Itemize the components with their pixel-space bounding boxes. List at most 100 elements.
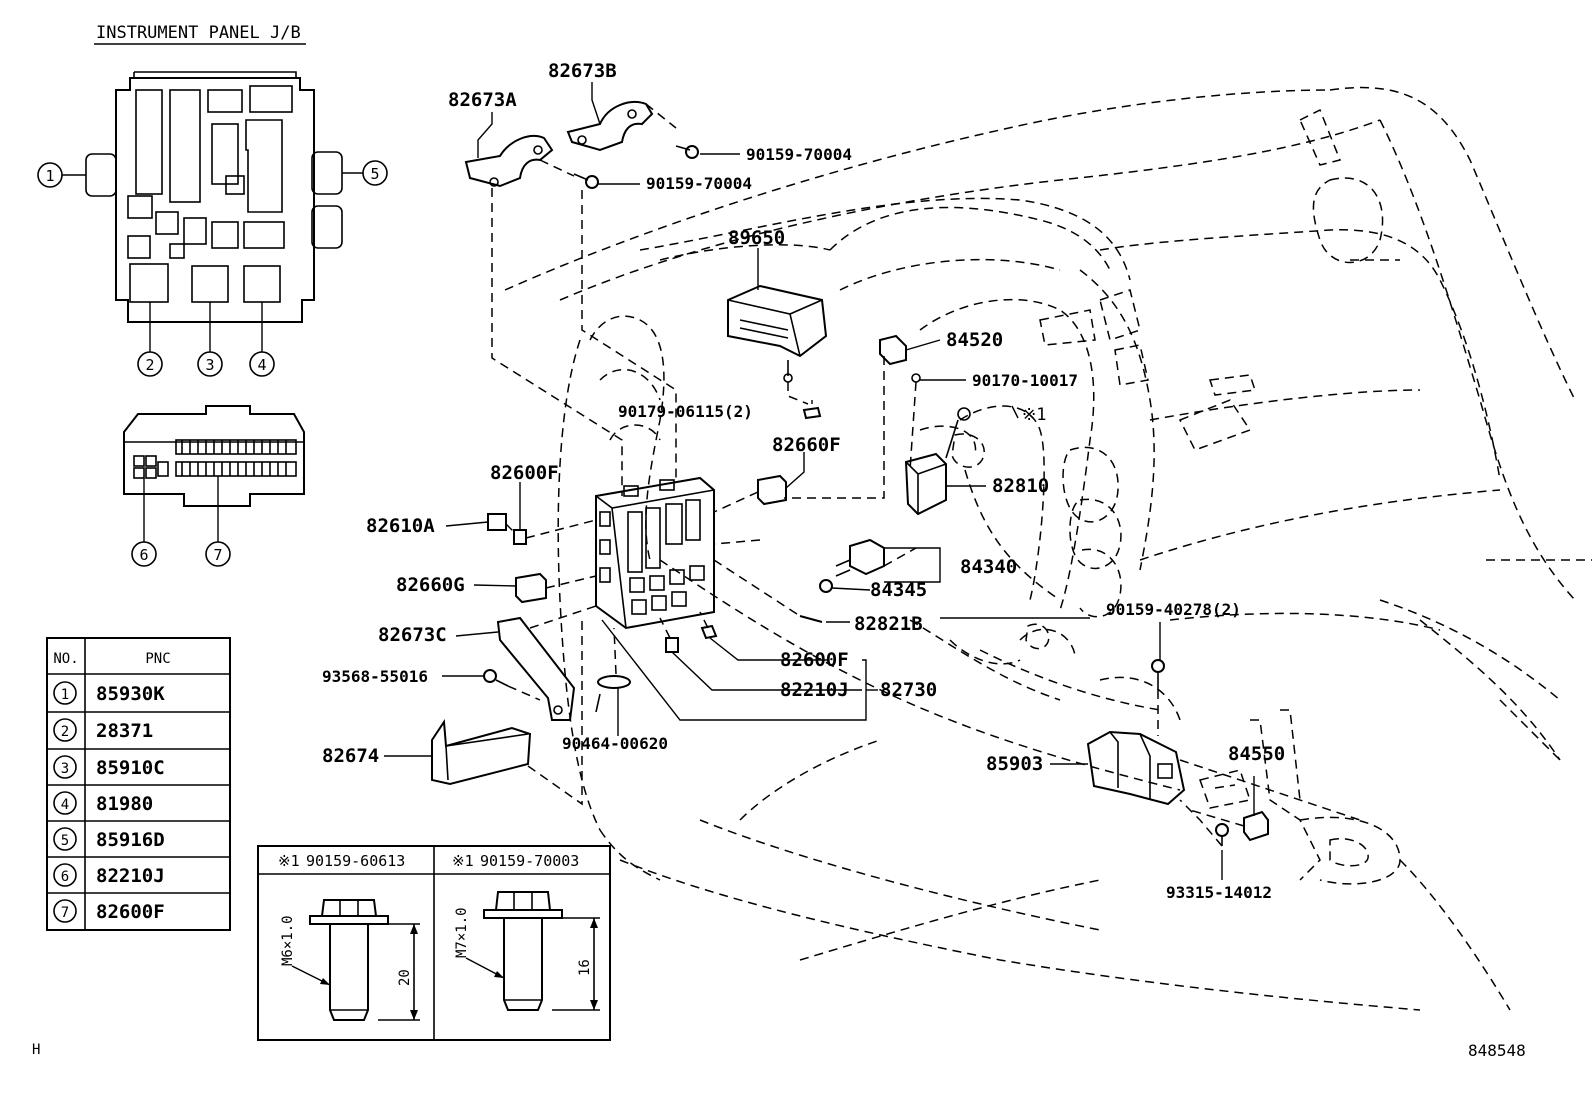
svg-text:82210J: 82210J: [96, 865, 165, 887]
relay-82210J: [665, 637, 679, 653]
callout-4: 4: [249, 302, 275, 377]
leader-lines: [384, 82, 1255, 880]
label-82210J: 82210J: [780, 679, 849, 701]
bolt-2-pnc: 90159-70003: [480, 852, 579, 870]
label-82600F-bottom: 82600F: [780, 649, 849, 671]
svg-text:3: 3: [61, 761, 69, 777]
label-82810: 82810: [992, 475, 1049, 497]
dashboard-outline: [504, 86, 1592, 1011]
label-82673A: 82673A: [448, 89, 517, 111]
clamp-90464-00620: [595, 675, 631, 713]
screw-90159-70004-a: [675, 145, 699, 159]
module-89650: [727, 284, 828, 383]
sensor-84520: [879, 334, 921, 383]
label-82674: 82674: [322, 745, 379, 767]
unit-82810: [904, 407, 971, 516]
panel-title: INSTRUMENT PANEL J/B: [96, 23, 301, 43]
bracket-82673A: [464, 135, 554, 188]
pnc-table: NO. PNC 1 85930K 2 28371 3 85910C 4 8198…: [46, 637, 231, 931]
bracket-82673C: [496, 616, 576, 721]
svg-text:81980: 81980: [96, 793, 153, 815]
clip-90179-06115: [802, 406, 822, 420]
svg-text:4: 4: [257, 356, 266, 374]
svg-text:7: 7: [61, 905, 69, 921]
bolt-detail-box: ※1 90159-60613 ※1 90159-70003 20 M6×1.0: [257, 845, 611, 1041]
label-82730: 82730: [880, 679, 937, 701]
label-84340: 84340: [960, 556, 1017, 578]
label-84345: 84345: [870, 579, 927, 601]
callout-2: 2: [137, 302, 163, 377]
relay-82660G: [515, 572, 547, 604]
bracket-82674: [431, 719, 532, 786]
label-82660F: 82660F: [772, 434, 841, 456]
label-90159-70004-a: 90159-70004: [746, 145, 852, 164]
screw-90159-40278: [1151, 659, 1165, 690]
callout-6: 6: [131, 478, 157, 567]
bolt-2-thread: M7×1.0: [454, 907, 470, 958]
label-85903: 85903: [986, 753, 1043, 775]
relay-82660F: [757, 474, 787, 506]
bolt-1-length: 20: [397, 969, 413, 986]
label-82673C: 82673C: [378, 624, 447, 646]
svg-text:85910C: 85910C: [96, 757, 165, 779]
assembly-lines: [491, 103, 1245, 847]
svg-text:3: 3: [205, 356, 214, 374]
svg-text:5: 5: [370, 165, 379, 183]
bolt-2-drawing: 16 M7×1.0: [454, 891, 600, 1011]
table-row: 4 81980: [53, 791, 153, 815]
svg-text:7: 7: [213, 546, 222, 564]
relay-82600F-top: [513, 529, 527, 545]
label-93568-55016: 93568-55016: [322, 667, 428, 686]
table-row: 5 85916D: [53, 827, 165, 851]
relay-82610A: [487, 513, 507, 531]
label-82673B: 82673B: [548, 60, 617, 82]
svg-text:85930K: 85930K: [96, 683, 165, 705]
label-mark-1: ※1: [1022, 405, 1046, 425]
bolt-1-thread: M6×1.0: [280, 915, 296, 966]
svg-text:2: 2: [145, 356, 154, 374]
switch-84550: [1243, 810, 1269, 842]
label-84550: 84550: [1228, 743, 1285, 765]
svg-text:2: 2: [61, 724, 69, 740]
label-89650: 89650: [728, 227, 785, 249]
screw-90159-70004-b: [573, 173, 599, 189]
callout-3: 3: [197, 302, 223, 377]
bolt-1-drawing: 20 M6×1.0: [280, 899, 420, 1021]
junction-block-main: [595, 476, 715, 630]
table-row: 3 85910C: [53, 755, 165, 779]
bracket-82673B: [566, 101, 654, 152]
svg-text:5: 5: [61, 833, 69, 849]
svg-text:6: 6: [61, 869, 69, 885]
label-82600F-top: 82600F: [490, 462, 559, 484]
label-90170-10017: 90170-10017: [972, 371, 1078, 390]
label-93315-14012: 93315-14012: [1166, 883, 1272, 902]
bolt-2-mark: ※1: [452, 852, 474, 870]
table-header-pnc: PNC: [145, 651, 170, 667]
part-labels: 82673A 82673B 90159-70004 90159-70004 89…: [322, 60, 1285, 902]
svg-text:85916D: 85916D: [96, 829, 165, 851]
svg-text:6: 6: [139, 546, 148, 564]
bolt-2-length: 16: [577, 959, 593, 976]
svg-text:28371: 28371: [96, 720, 153, 742]
svg-text:82600F: 82600F: [96, 901, 165, 923]
table-row: 2 28371: [53, 718, 153, 742]
callout-7: 7: [205, 476, 231, 567]
label-90159-70004-b: 90159-70004: [646, 174, 752, 193]
label-90159-40278: 90159-40278(2): [1106, 600, 1241, 619]
table-row: 6 82210J: [53, 863, 165, 887]
callout-1: 1: [37, 162, 86, 188]
screw-93315-14012: [1215, 823, 1229, 846]
clip-82821B: [799, 615, 823, 623]
bolt-1-mark: ※1: [278, 852, 300, 870]
footer-left: H: [32, 1042, 40, 1058]
module-85903: [1086, 730, 1186, 806]
label-84520: 84520: [946, 329, 1003, 351]
table-row: 7 82600F: [53, 899, 165, 923]
svg-text:1: 1: [61, 687, 69, 703]
label-90179-06115: 90179-06115(2): [618, 402, 753, 421]
table-header-no: NO.: [53, 651, 78, 667]
junction-block-front-view: [85, 71, 343, 323]
footer-right: 848548: [1468, 1041, 1526, 1060]
